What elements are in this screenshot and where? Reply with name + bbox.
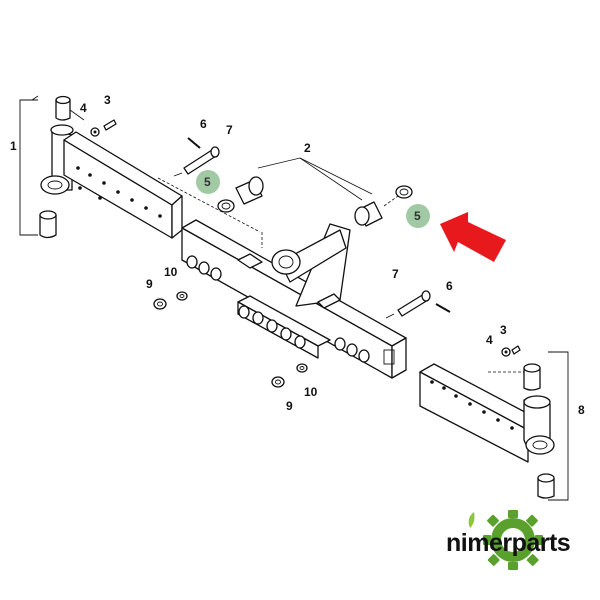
callout-4-right: 4 <box>486 333 493 347</box>
callout-10-right: 10 <box>304 385 318 399</box>
callout-3-right: 3 <box>500 323 507 337</box>
beam-bolt-bosses-right <box>334 337 370 363</box>
callout-1: 1 <box>10 139 17 153</box>
callout-9-left: 9 <box>146 277 153 291</box>
left-bolt-nut <box>90 119 117 137</box>
callout-6-top: 6 <box>200 117 207 131</box>
highlight-marker-right <box>406 204 430 228</box>
callout-9-right: 9 <box>286 399 293 413</box>
beam-bolt-bosses-left <box>186 255 222 281</box>
main-axle-beam <box>181 219 407 379</box>
lower-mount-bracket <box>237 295 331 359</box>
nut-washer-left <box>153 291 188 310</box>
callout-7-top: 7 <box>226 123 233 137</box>
leaf-icon <box>468 512 475 528</box>
logo-text: nimerparts <box>446 529 570 557</box>
callout-6-middle: 6 <box>446 279 453 293</box>
callout-4-left: 4 <box>80 101 87 115</box>
left-assembly-bracket <box>19 95 39 236</box>
center-pivot-tower <box>271 223 351 309</box>
callout-2: 2 <box>304 141 311 155</box>
bushing-set <box>157 157 413 248</box>
right-assembly-bracket <box>548 351 569 501</box>
highlight-marker-left <box>196 170 220 194</box>
callout-7-middle: 7 <box>392 267 399 281</box>
callout-3-left: 3 <box>104 93 111 107</box>
gear-icon <box>483 510 543 570</box>
callout-5-left: 5 <box>204 175 211 189</box>
nut-washer-right <box>271 363 308 388</box>
nimerparts-logo: nimerparts <box>446 510 571 570</box>
callout-10-left: 10 <box>164 265 178 279</box>
pin-and-bolt-top <box>173 137 220 177</box>
callout-5-right: 5 <box>414 209 421 223</box>
right-swivel-arm <box>419 363 555 499</box>
red-pointer-arrow <box>440 212 506 262</box>
left-swivel-arm <box>39 95 183 239</box>
right-arm-holes <box>430 380 514 430</box>
callout-8: 8 <box>578 403 585 417</box>
right-bolt-nut <box>501 345 521 357</box>
left-arm-holes <box>76 166 162 218</box>
pin-and-bolt-middle <box>385 290 451 319</box>
